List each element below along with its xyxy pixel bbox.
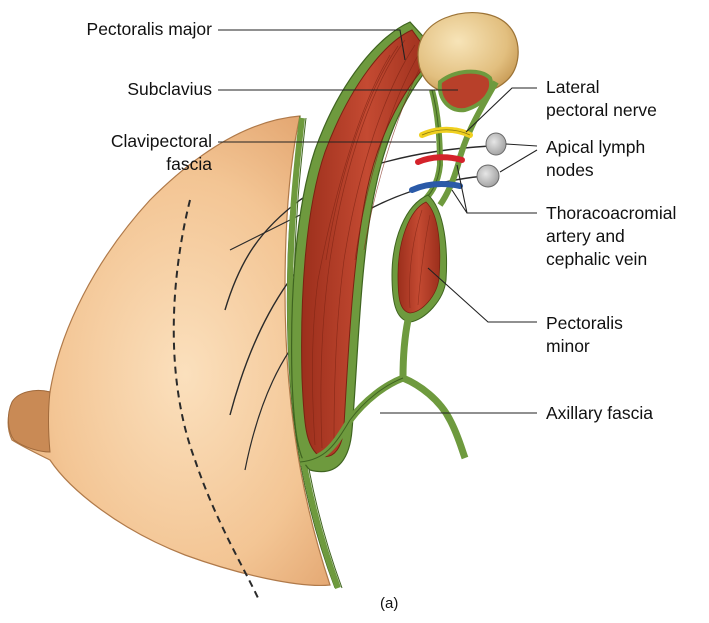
leader-apical-1 [506, 144, 537, 146]
label-lateral-pectoral-nerve: Lateral pectoral nerve [546, 76, 657, 122]
label-pect-minor-line1: Pectoralis [546, 312, 623, 335]
label-clavipectoral-line1: Clavipectoral [20, 130, 212, 153]
fascia-stalk [403, 320, 408, 378]
label-lateral-line2: pectoral nerve [546, 99, 657, 122]
label-thoraco-line2: artery and [546, 225, 676, 248]
axillary-fascia-right [403, 378, 465, 458]
label-pectoralis-minor: Pectoralis minor [546, 312, 623, 358]
leader-apical-2 [500, 150, 537, 172]
nipple [8, 390, 50, 452]
apical-lymph-node-1 [486, 133, 506, 155]
label-apical-lymph-nodes: Apical lymph nodes [546, 136, 645, 182]
label-lateral-line1: Lateral [546, 76, 657, 99]
label-pect-minor-line2: minor [546, 335, 623, 358]
figure-caption: (a) [380, 592, 398, 615]
label-subclavius: Subclavius [20, 78, 212, 101]
label-thoraco-line3: cephalic vein [546, 248, 676, 271]
apical-lymph-node-2 [477, 165, 499, 187]
label-thoracoacromial: Thoracoacromial artery and cephalic vein [546, 202, 676, 271]
label-pectoralis-major: Pectoralis major [20, 18, 212, 41]
label-axillary-fascia: Axillary fascia [546, 402, 653, 425]
label-apical-line1: Apical lymph [546, 136, 645, 159]
label-apical-line2: nodes [546, 159, 645, 182]
label-thoraco-line1: Thoracoacromial [546, 202, 676, 225]
breast-tissue [8, 116, 330, 585]
label-clavipectoral-line2: fascia [20, 153, 212, 176]
label-clavipectoral-fascia: Clavipectoral fascia [20, 130, 212, 176]
